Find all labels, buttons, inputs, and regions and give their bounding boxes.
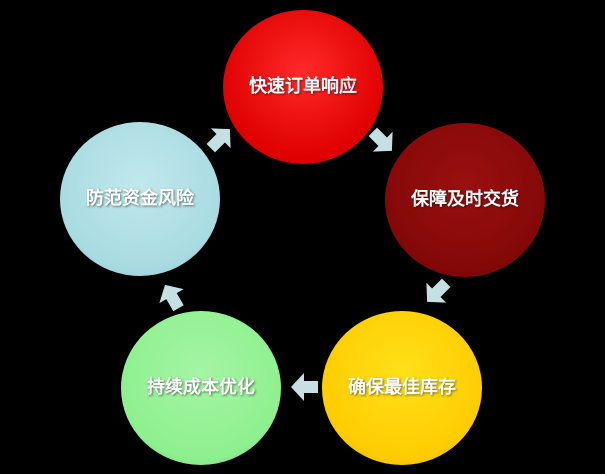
node-timely-delivery: 保障及时交货	[385, 123, 545, 277]
arrow-icon	[206, 128, 231, 153]
node-optimal-inventory: 确保最佳库存	[322, 311, 482, 465]
node-label: 快速订单响应	[249, 76, 357, 97]
node-label: 防范资金风险	[86, 188, 194, 209]
node-capital-risk: 防范资金风险	[60, 122, 220, 276]
arrow-icon	[368, 127, 393, 152]
node-label: 保障及时交货	[411, 189, 519, 210]
arrow-icon	[426, 278, 451, 303]
node-cost-optimization: 持续成本优化	[121, 311, 281, 465]
arrow-icon	[159, 284, 184, 312]
node-label: 确保最佳库存	[348, 377, 456, 398]
node-fast-order-response: 快速订单响应	[223, 10, 383, 164]
arrow-icon	[291, 373, 318, 401]
node-label: 持续成本优化	[147, 377, 255, 398]
